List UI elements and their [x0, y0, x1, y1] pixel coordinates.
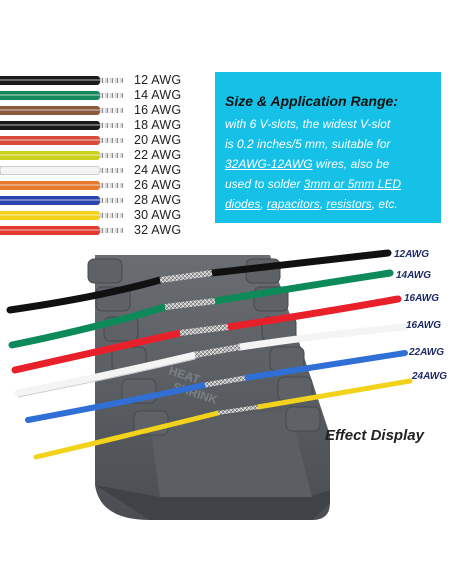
- soldering-jig-photo: HEAT SHRINK: [6, 249, 413, 520]
- demo-wire-24awg: [33, 378, 413, 460]
- wire-gauge-label: 18 AWG: [134, 118, 182, 132]
- effect-display-caption: Effect Display: [325, 427, 424, 444]
- demo-wire-14awg: [8, 269, 394, 349]
- photo-wire-label: 12AWG: [394, 249, 430, 260]
- info-line: diodes, rapacitors, resistors, etc.: [225, 197, 398, 211]
- wire-gauge-label: 28 AWG: [134, 193, 182, 207]
- wire-strand: [100, 78, 124, 83]
- wire-gauge-label: 32 AWG: [134, 223, 182, 237]
- wire-gauge-label: 16 AWG: [134, 103, 182, 117]
- wire-range-highlight: 32AWG-12AWG: [225, 157, 313, 171]
- photo-wire-label: 16AWG: [406, 320, 442, 331]
- info-text: wires, also be: [312, 157, 390, 171]
- wire-gauge-label: 24 AWG: [134, 163, 182, 177]
- info-line: 32AWG-12AWG wires, also be: [225, 157, 389, 171]
- wire-gauge-label: 30 AWG: [134, 208, 182, 222]
- resistors-highlight: resistors: [326, 197, 372, 211]
- wire-gauge-label: 20 AWG: [134, 133, 182, 147]
- info-panel: [215, 72, 441, 223]
- diodes-highlight: diodes: [225, 197, 261, 211]
- demo-wire-16awg-red: [11, 295, 402, 374]
- wire-gauge-label: 22 AWG: [134, 148, 182, 162]
- demo-wire-12awg: [6, 249, 392, 314]
- photo-wire-label: 22AWG: [409, 347, 445, 358]
- wire-gauge-label: 26 AWG: [134, 178, 182, 192]
- wire-jacket: [0, 76, 100, 85]
- led-size-highlight: 3mm or 5mm LED: [303, 177, 402, 191]
- info-title: Size & Application Range:: [225, 93, 398, 109]
- demo-wire-16awg-white: [14, 323, 409, 398]
- wire-gauge-label: 14 AWG: [134, 88, 182, 102]
- photo-wire-label: 14AWG: [396, 270, 432, 281]
- info-text: used to solder: [225, 177, 304, 191]
- photo-wire-label: 24AWG: [412, 371, 448, 382]
- demo-wire-22awg: [25, 350, 408, 423]
- info-line: used to solder 3mm or 5mm LED: [225, 177, 401, 191]
- capacitors-highlight: rapacitors: [267, 197, 320, 211]
- info-line: with 6 V-slots, the widest V-slot: [225, 117, 391, 131]
- wire-gauge-label: 12 AWG: [134, 73, 182, 87]
- photo-wire-label: 16AWG: [404, 293, 440, 304]
- info-line: is 0.2 inches/5 mm, suitable for: [225, 137, 391, 151]
